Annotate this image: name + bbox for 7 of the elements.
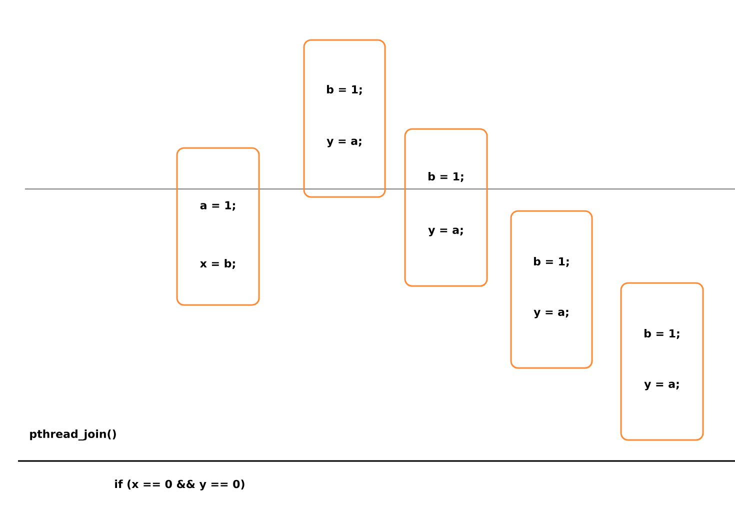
- code-text: if (x == 0 && y == 0): [115, 480, 244, 490]
- code-box: b = 1; y = a;: [303, 39, 386, 198]
- code-box: b = 1; y = a;: [404, 128, 488, 287]
- code-box: a = 1; x = b;: [176, 147, 260, 306]
- code-text: pthread_join(): [30, 430, 116, 440]
- code-box: b = 1; y = a;: [510, 210, 593, 369]
- code-box: b = 1; y = a;: [620, 282, 704, 441]
